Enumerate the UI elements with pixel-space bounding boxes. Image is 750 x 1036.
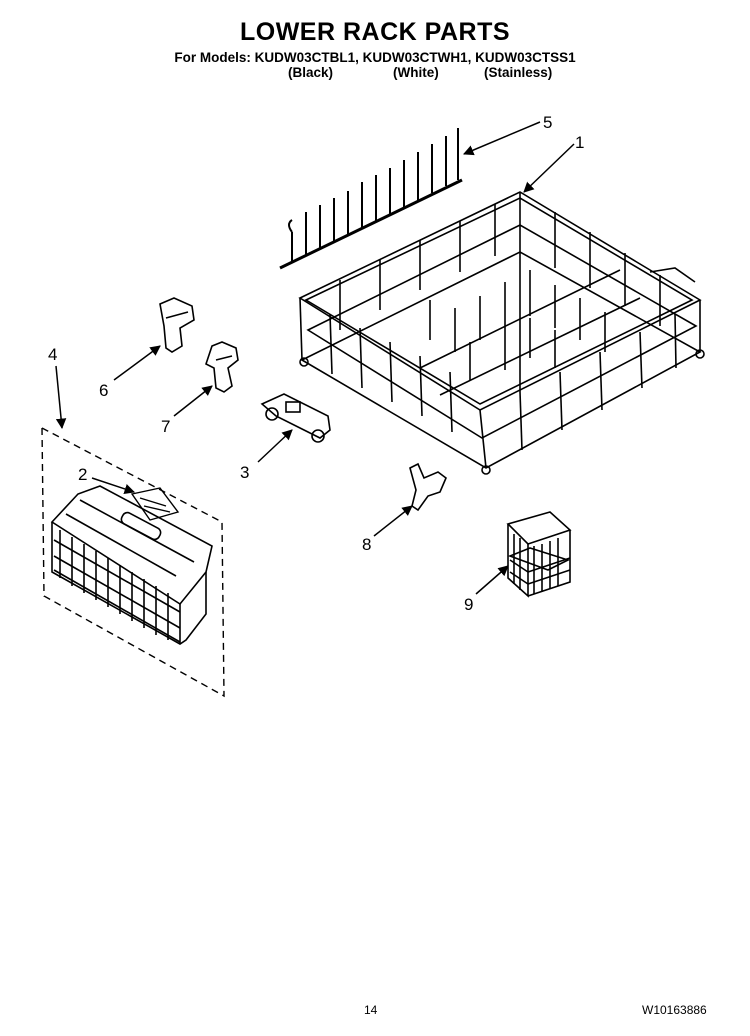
rack-clip-part-8	[409, 462, 447, 512]
callout-1: 1	[575, 133, 584, 152]
models-line: For Models: KUDW03CTBL1, KUDW03CTWH1, KU…	[174, 50, 576, 65]
basket-label-part	[130, 487, 180, 521]
callout-5: 5	[543, 113, 552, 132]
tine-row-part	[279, 128, 463, 270]
lower-rack-part	[298, 191, 705, 475]
rack-clip-part-6	[159, 297, 195, 353]
variant-black: (Black)	[288, 65, 334, 80]
leader-lines	[55, 121, 575, 595]
callout-2: 2	[78, 465, 87, 484]
page-number: 14	[364, 1003, 378, 1017]
callout-9: 9	[464, 595, 473, 614]
document-code: W10163886	[642, 1003, 707, 1017]
small-basket-part	[506, 511, 572, 598]
callout-8: 8	[362, 535, 371, 554]
silverware-basket-part	[50, 485, 213, 645]
variant-stainless: (Stainless)	[484, 65, 553, 80]
callout-6: 6	[99, 381, 108, 400]
silverware-assembly-boundary	[41, 426, 225, 698]
callout-7: 7	[161, 417, 170, 436]
page-title: LOWER RACK PARTS	[239, 18, 511, 46]
rack-clip-part-7	[205, 341, 239, 393]
variant-white: (White)	[393, 65, 439, 80]
callout-4: 4	[48, 345, 57, 364]
callout-3: 3	[240, 463, 249, 482]
roller-bracket-part	[260, 393, 331, 443]
